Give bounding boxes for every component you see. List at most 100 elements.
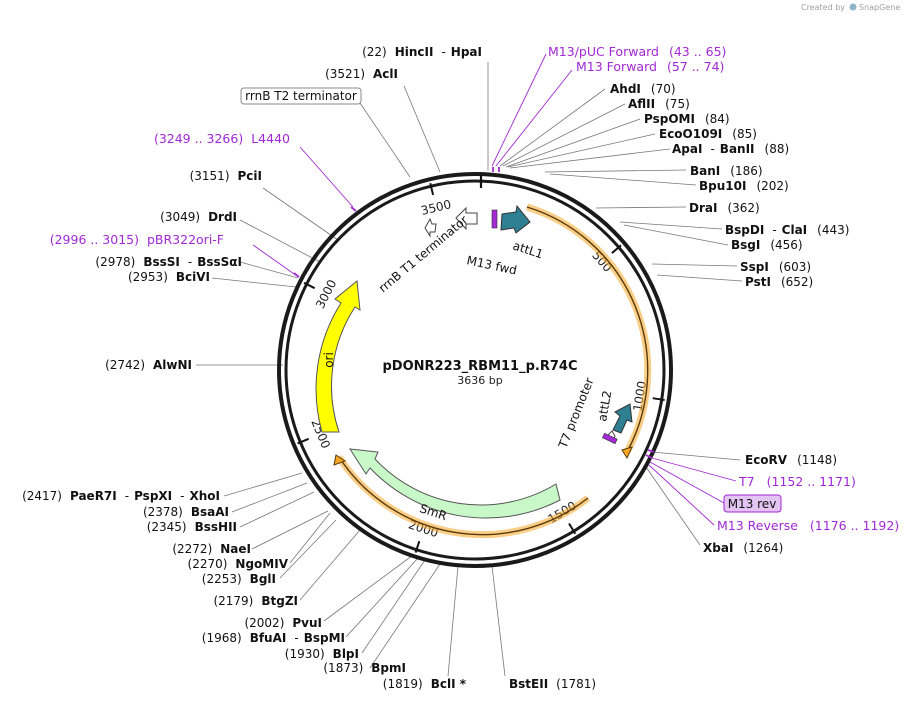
leader-ahdi <box>499 88 606 167</box>
leader-btgzi <box>299 529 361 601</box>
label-drai: DraI(362) <box>689 201 760 215</box>
leader-acli <box>403 85 441 173</box>
watermark-brand: SnapGene <box>859 3 900 12</box>
label-bspdi: BspDI-ClaI(443) <box>725 223 849 237</box>
backbone-outer <box>277 172 673 568</box>
label-ecorv: EcoRV(1148) <box>745 453 837 467</box>
leader-bsgi <box>623 224 729 246</box>
tick-label-3000: 3000 <box>313 277 339 311</box>
attl2-label: attL2 <box>595 389 614 422</box>
leader-m13fwd <box>495 69 573 167</box>
primer-mark-t7 <box>647 449 655 453</box>
leader-m13puc <box>491 53 547 167</box>
labels-left: (22)HincII-HpaI (3521)AclI rrnB T2 termi… <box>22 45 596 691</box>
primer-mark-m13rev <box>645 454 653 459</box>
label-paer7i: (2417)PaeR7I-PspXI-XhoI <box>22 489 220 503</box>
leader-ngomiv <box>289 512 331 564</box>
label-l4440: (3249 .. 3266)L4440 <box>154 131 290 146</box>
label-bcli: (1819)BclI * <box>383 677 467 691</box>
plasmid-length: 3636 bp <box>457 374 502 387</box>
orange-feature-arc-lower-core <box>338 456 589 536</box>
label-rrnb-t2-terminator: rrnB T2 terminator <box>245 89 357 103</box>
leader-lines <box>196 62 743 677</box>
attl1-label: attL1 <box>511 239 545 262</box>
label-pcii: (3151)PciI <box>190 169 262 183</box>
label-bsshii: (2345)BssHII <box>147 520 237 534</box>
attl2-feature-arrow <box>612 403 633 434</box>
leader-pspomi <box>505 118 641 168</box>
leader-rrnbt2 <box>359 102 411 178</box>
label-drdi: (3049)DrdI <box>160 210 237 224</box>
ori-feature-arrow <box>315 280 361 433</box>
leader-apai <box>509 148 671 169</box>
leader-pcii <box>262 187 339 241</box>
tick-mark-3000 <box>303 281 316 290</box>
leader-bspdi <box>619 221 723 230</box>
orange-arrowhead-lower <box>333 454 347 466</box>
label-hincii: (22)HincII-HpaI <box>362 45 482 59</box>
tick-mark-2500 <box>297 437 310 445</box>
orange-feature-highlights <box>333 203 652 539</box>
t7-promoter-primer-mark <box>601 432 618 445</box>
m13-fwd-primer-mark <box>491 209 498 229</box>
leader-t7 <box>651 457 737 482</box>
label-bani: BanI(186) <box>690 164 763 178</box>
label-sspi: SspI(603) <box>740 260 811 274</box>
leader-bgli <box>279 519 337 579</box>
tick-mark-2000 <box>414 540 421 553</box>
leader-m13reverse <box>648 464 715 526</box>
label-ngomiv: (2270)NgoMIV <box>188 557 289 571</box>
leader-bani <box>544 169 687 173</box>
leader-bsssi <box>239 261 299 279</box>
leader-m13rev-box <box>649 461 725 504</box>
label-acli: (3521)AclI <box>325 67 398 81</box>
leader-bcivi <box>211 277 297 288</box>
snapgene-logo-icon <box>849 3 857 11</box>
backbone-inner <box>284 179 666 561</box>
label-bsteii: BstEII(1781) <box>509 677 596 691</box>
label-m13-rev: M13 rev <box>728 497 777 511</box>
label-bpmi: (1873)BpmI <box>323 661 406 675</box>
m13-fwd-label: M13 fwd <box>465 253 518 277</box>
leader-ecorv <box>651 451 741 461</box>
primer-mark-pbr322 <box>293 272 300 278</box>
orange-feature-arc-upper-core <box>526 206 649 453</box>
leader-psti <box>656 274 743 282</box>
label-bsgi: BsgI(456) <box>731 238 803 252</box>
smr-feature-arrow <box>349 448 561 519</box>
primer-leader-lines <box>252 53 737 526</box>
leader-bsteii <box>491 565 506 677</box>
label-apai: ApaI-BanII(88) <box>672 142 789 156</box>
tick-mark-1000 <box>652 397 665 402</box>
label-m13-forward: M13 Forward(57 .. 74) <box>576 59 724 74</box>
label-xbai: XbaI(1264) <box>703 541 783 555</box>
leader-blpi <box>361 559 426 654</box>
label-blpi: (1930)BlpI <box>285 647 359 661</box>
leader-paer7i <box>223 472 303 497</box>
label-pbr322ori-f: (2996 .. 3015)pBR322ori-F <box>50 232 224 247</box>
tick-mark-1500 <box>568 522 577 535</box>
label-bpu10i: Bpu10I(202) <box>699 179 789 193</box>
label-m13-reverse: M13 Reverse(1176 .. 1192) <box>717 518 899 533</box>
tick-mark-3500 <box>429 183 435 196</box>
leader-xbai <box>645 466 701 546</box>
label-bsssi: (2978)BssSI-BssSαI <box>95 255 242 269</box>
labels-right: M13/pUC Forward(43 .. 65) M13 Forward(57… <box>548 44 899 555</box>
leader-pbr322 <box>252 244 298 277</box>
leader-bfuai <box>345 557 419 638</box>
label-bgli: (2253)BglI <box>202 572 276 586</box>
label-ecoo109i: EcoO109I(85) <box>659 127 757 141</box>
leader-l4440 <box>299 146 354 208</box>
tick-label-3500: 3500 <box>420 197 453 218</box>
label-bsaai: (2378)BsaAI <box>143 505 229 519</box>
primer-mark-l4440 <box>350 206 357 212</box>
orange-arrowhead-upper <box>621 446 633 460</box>
rrnb-t1-terminator-arrow-1 <box>455 206 478 231</box>
t7-promoter-label: T7 promoter <box>555 376 596 451</box>
label-pvui: (2002)PvuI <box>244 616 322 630</box>
leader-bsaai <box>231 482 308 513</box>
rrnb-t2-terminator-box <box>240 87 362 105</box>
rrnb-t1-terminator-label: rrnB T1 terminator <box>376 213 471 296</box>
leader-ecoo109i <box>507 133 656 168</box>
